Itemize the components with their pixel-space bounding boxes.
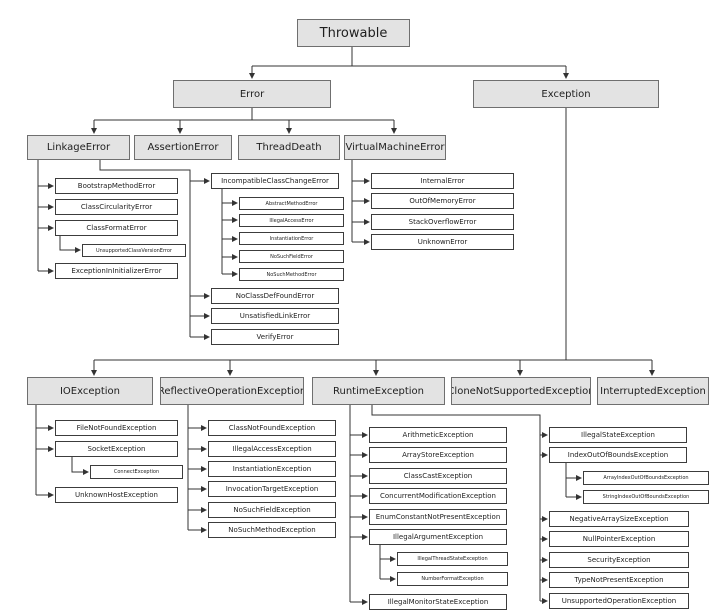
node-runtime-left: EnumConstantNotPresentException (369, 509, 507, 525)
node-reflective-child: ClassNotFoundException (208, 420, 336, 436)
node-reflective-child: IllegalAccessException (208, 441, 336, 457)
node-io-child: UnknownHostException (55, 487, 178, 503)
node-linkage-child: ClassFormatError (55, 220, 178, 236)
node-runtime-left: ArrayStoreException (369, 447, 507, 463)
node-vm-child: StackOverflowError (371, 214, 514, 230)
node-runtime-right: UnsupportedOperationException (549, 593, 689, 609)
node-vm-child: OutOfMemoryError (371, 193, 514, 209)
node-unsupported-class-version-error: UnsupportedClassVersionError (82, 244, 186, 257)
node-runtime-right: NegativeArraySizeException (549, 511, 689, 527)
node-runtime-left: ArithmeticException (369, 427, 507, 443)
node-connect-exception: ConnectException (90, 465, 183, 479)
node-linkage-child: BootstrapMethodError (55, 178, 178, 194)
node-reflective-child: InstantiationException (208, 461, 336, 477)
node-linkage-more: NoClassDefFoundError (211, 288, 339, 304)
node-reflective-child: InvocationTargetException (208, 481, 336, 497)
node-runtime-left: IllegalArgumentException (369, 529, 507, 545)
node-exception-child: CloneNotSupportedException (451, 377, 591, 405)
node-runtime-right: IndexOutOfBoundsException (549, 447, 687, 463)
node-index-child: StringIndexOutOfBoundsException (583, 490, 709, 504)
node-incompatible-class-change-error: IncompatibleClassChangeError (211, 173, 339, 189)
node-illegal-argument-child: IllegalThreadStateException (397, 552, 508, 566)
node-linkage-more: UnsatisfiedLinkError (211, 308, 339, 324)
node-index-child: ArrayIndexOutOfBoundsException (583, 471, 709, 485)
node-exception: Exception (473, 80, 659, 108)
node-runtime-right: SecurityException (549, 552, 689, 568)
node-virtual-machine-error: VirtualMachineError (344, 135, 446, 160)
node-assertion-error: AssertionError (134, 135, 232, 160)
node-reflective-child: NoSuchMethodException (208, 522, 336, 538)
node-linkage-error: LinkageError (27, 135, 130, 160)
node-incompatible-child: IllegalAccessError (239, 214, 344, 227)
node-exception-child: ReflectiveOperationException (160, 377, 304, 405)
node-io-child: FileNotFoundException (55, 420, 178, 436)
node-exception-child: IOException (27, 377, 153, 405)
node-linkage-child: ClassCircularityError (55, 199, 178, 215)
node-throwable: Throwable (297, 19, 410, 47)
node-io-child: SocketException (55, 441, 178, 457)
node-vm-child: UnknownError (371, 234, 514, 250)
node-runtime-right: NullPointerException (549, 531, 689, 547)
node-illegal-argument-child: NumberFormatException (397, 572, 508, 586)
node-error: Error (173, 80, 331, 108)
node-incompatible-child: NoSuchFieldError (239, 250, 344, 263)
node-runtime-left: ClassCastException (369, 468, 507, 484)
node-runtime-left: ConcurrentModificationException (369, 488, 507, 504)
node-incompatible-child: NoSuchMethodError (239, 268, 344, 281)
node-vm-child: InternalError (371, 173, 514, 189)
node-exception-child: RuntimeException (312, 377, 445, 405)
node-runtime-right: TypeNotPresentException (549, 572, 689, 588)
node-reflective-child: NoSuchFieldException (208, 502, 336, 518)
node-incompatible-child: InstantiationError (239, 232, 344, 245)
node-linkage-more: VerifyError (211, 329, 339, 345)
node-incompatible-child: AbstractMethodError (239, 197, 344, 210)
node-runtime-left: IllegalMonitorStateException (369, 594, 507, 610)
node-runtime-right: IllegalStateException (549, 427, 687, 443)
node-linkage-child: ExceptionInInitializerError (55, 263, 178, 279)
node-thread-death: ThreadDeath (238, 135, 340, 160)
node-exception-child: InterruptedException (597, 377, 709, 405)
